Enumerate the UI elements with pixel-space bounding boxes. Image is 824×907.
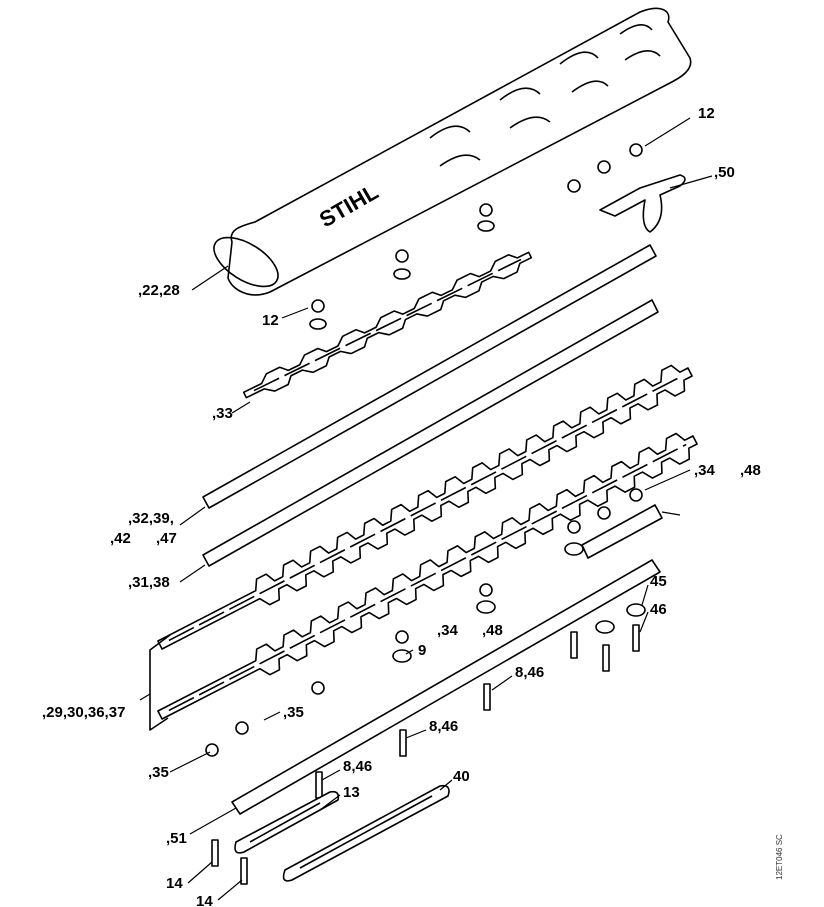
callout-31-38: ,31,38 [128, 574, 170, 591]
plates [234, 784, 450, 882]
callout-40: 40 [453, 768, 470, 785]
bracket-line [149, 634, 171, 731]
callout-50: ,50 [714, 164, 735, 181]
callout-14: 14 [166, 875, 183, 892]
callout-51: ,51 [166, 830, 187, 847]
callout-34: ,34 [437, 622, 458, 639]
cutting-blades [157, 364, 698, 720]
callout-9: 9 [418, 642, 427, 659]
callout-13: 13 [343, 784, 360, 801]
callout-45: 45 [650, 573, 667, 590]
leader-lines [139, 117, 713, 901]
blade-slots [168, 375, 682, 642]
callout-12: 12 [698, 105, 715, 122]
drive-bar-part-33 [242, 251, 533, 399]
callout-32-39: ,32,39, [128, 510, 174, 527]
callout-8-46: 8,46 [429, 718, 459, 735]
callout-35: ,35 [283, 704, 304, 721]
blade-cover: STIHL [213, 7, 692, 296]
callout-35: ,35 [148, 764, 169, 781]
clip-part-50 [599, 174, 686, 233]
nuts-and-washers [309, 143, 643, 330]
callout-46: 46 [650, 601, 667, 618]
blade-outline [157, 364, 693, 650]
blade-slots [168, 443, 687, 712]
callout-48: ,48 [740, 462, 761, 479]
callout-12: 12 [262, 312, 279, 329]
callout-42: ,42 [110, 530, 131, 547]
bolts [205, 488, 646, 885]
callout-34: ,34 [694, 462, 715, 479]
callout-48: ,48 [482, 622, 503, 639]
guide-bars [202, 244, 663, 815]
callout-47: ,47 [156, 530, 177, 547]
blade-slots [253, 258, 522, 392]
callout-14: 14 [196, 893, 213, 907]
callout-22-28: ,22,28 [138, 282, 180, 299]
callout-8-46: 8,46 [515, 664, 545, 681]
callout-29-30-36-37: ,29,30,36,37 [42, 704, 126, 721]
drawing-code: 12ET046 SC [775, 834, 784, 880]
callout-33: ,33 [212, 405, 233, 422]
callout-8-46: 8,46 [343, 758, 373, 775]
